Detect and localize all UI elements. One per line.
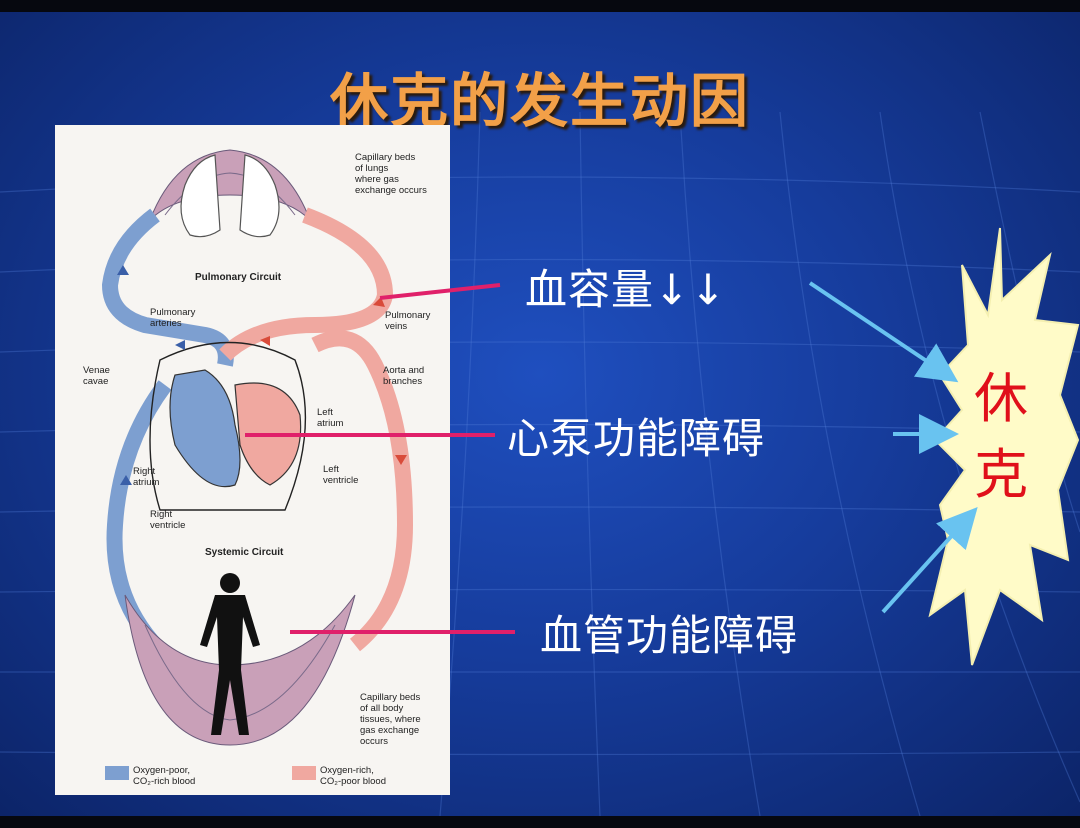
legend-rich-line2: CO₂-poor blood [320,776,386,787]
lungs [180,154,280,238]
heart [149,341,307,511]
svg-text:Left atrium: Left atrium [317,407,343,429]
aorta-line2: branches [383,376,422,387]
pulmonary-arteries-line2: arteries [150,318,182,329]
svg-text:Right ventricle: Right ventricle [150,509,185,531]
left-atrium-line1: Left [317,407,333,418]
cause-blood-volume: 血容量↓↓ [525,265,727,314]
lung-capillary-bed [149,149,311,221]
right-ventricle-line2: ventricle [150,520,185,531]
systemic-circuit-label: Systemic Circuit [205,547,284,558]
right-atrium-line2: atrium [133,477,159,488]
capillary-lungs-line2: of lungs [355,163,389,174]
legend-swatch-rich [292,766,316,780]
capillary-body-line5: occurs [360,736,388,747]
left-ventricle-line1: Left [323,464,339,475]
capillary-lungs-line1: Capillary beds [355,152,415,163]
cause-vascular: 血管功能障碍 [540,611,799,660]
svg-text:Venae cavae: Venae cavae [83,365,113,387]
svg-text:Oxygen-poor, CO₂-rich bl: Oxygen-poor, CO₂-rich blood [133,765,195,787]
legend-rich-line1: Oxygen-rich, [320,765,374,776]
capillary-body-line2: of all body [360,703,404,714]
flow-arrows-red [260,297,407,465]
left-ventricle-line2: ventricle [323,475,358,486]
svg-text:Capillary beds of all bo: Capillary beds of all body tissues, wher… [360,692,423,747]
cause-heart-pump: 心泵功能障碍 [507,414,766,463]
pulmonary-vein-path [219,207,394,361]
pulmonary-veins-line2: veins [385,321,407,332]
svg-text:Right atrium: Right atrium [133,466,159,488]
legend-poor-line1: Oxygen-poor, [133,765,190,776]
shock-label-line1: 休 [974,367,1028,430]
svg-text:Left ventricle: Left ventricle [323,464,358,486]
svg-text:Capillary beds of lungs: Capillary beds of lungs where gas exchan… [354,152,427,196]
pulmonary-veins-line1: Pulmonary [385,310,431,321]
capillary-body-line1: Capillary beds [360,692,420,703]
capillary-lungs-line4: exchange occurs [355,185,427,196]
capillary-lungs-line3: where gas [354,174,399,185]
venae-cavae-line2: cavae [83,376,108,387]
top-bar [0,0,1080,12]
aorta-line1: Aorta and [383,365,424,376]
capillary-body-line4: gas exchange [360,725,419,736]
shock-label-line2: 克 [974,443,1028,506]
legend-poor-line2: CO₂-rich blood [133,776,195,787]
left-atrium-line2: atrium [317,418,343,429]
right-ventricle-line1: Right [150,509,173,520]
slide-title: 休克的发生动因 [329,67,750,135]
pulmonary-artery-path [101,208,234,367]
human-silhouette [200,573,260,735]
svg-text:Aorta and branches: Aorta and branches [383,365,427,387]
circulation-svg: Capillary beds of lungs where gas exchan… [83,149,433,787]
venae-cavae-line1: Venae [83,365,110,376]
pulmonary-circuit-label: Pulmonary Circuit [195,272,282,283]
pulmonary-arteries-line1: Pulmonary [150,307,196,318]
capillary-body-line3: tissues, where [360,714,421,725]
aorta-path [311,330,414,652]
circulation-diagram: Capillary beds of lungs where gas exchan… [55,125,450,795]
flow-arrows [117,265,185,485]
legend-swatch-poor [105,766,129,780]
bottom-bar [0,816,1080,828]
svg-text:Pulmonary veins: Pulmonary veins [385,310,433,332]
right-atrium-line1: Right [133,466,156,477]
svg-text:Pulmonary arteries: Pulmonary arteries [150,307,198,329]
svg-text:Oxygen-rich, CO₂-poor bl: Oxygen-rich, CO₂-poor blood [320,765,386,787]
